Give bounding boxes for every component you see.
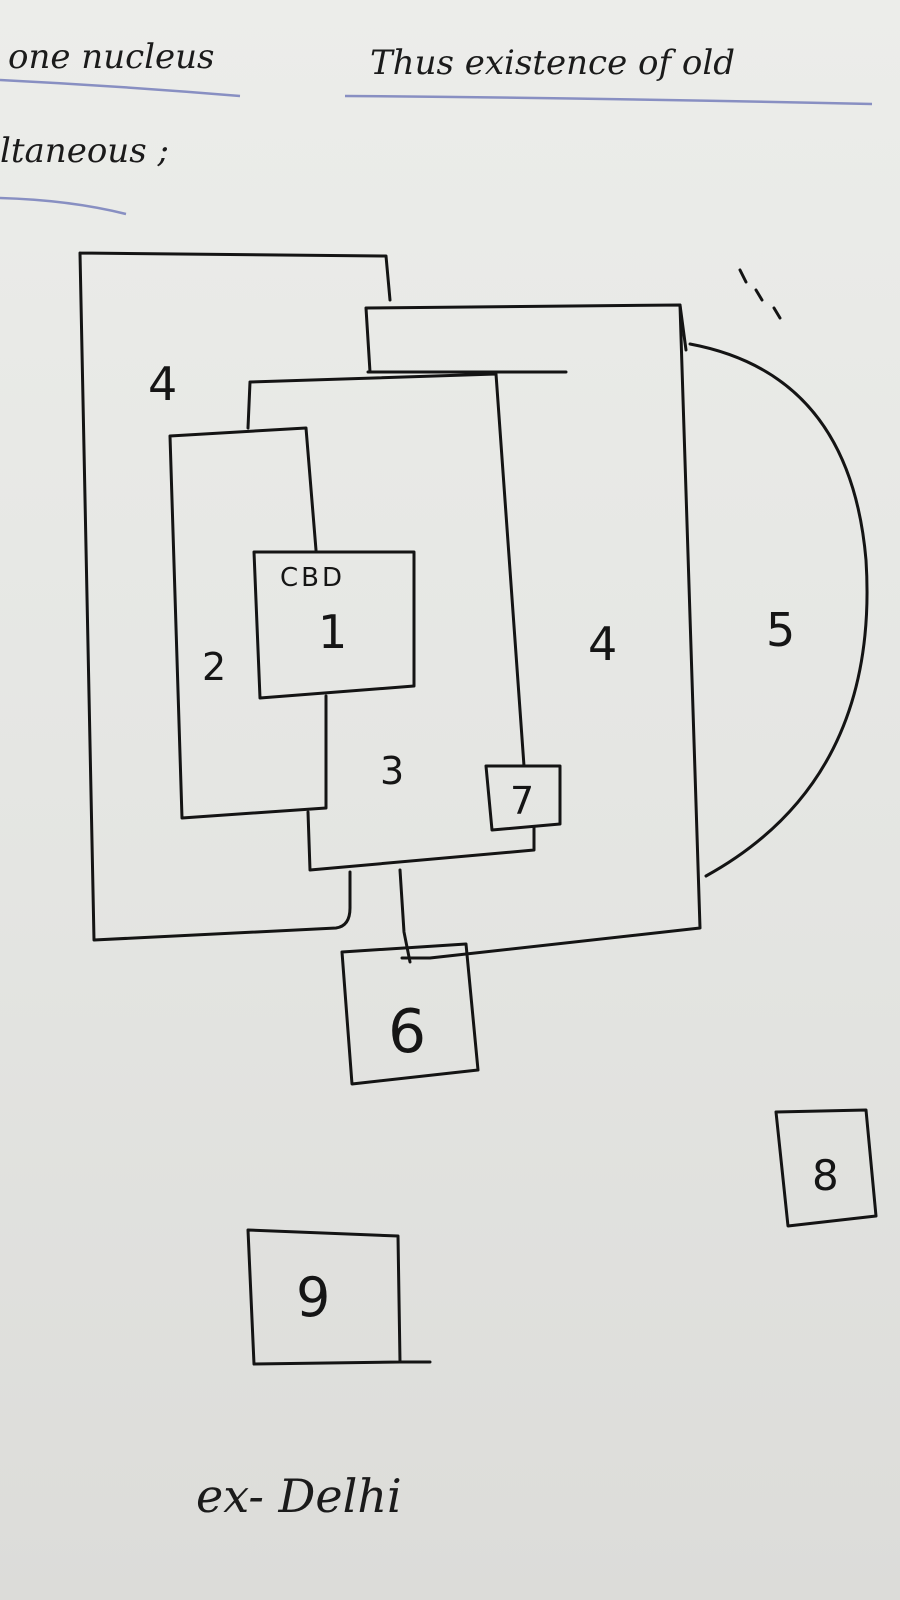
ruled-line-1 xyxy=(0,78,241,98)
tick-marks xyxy=(738,268,782,320)
connector-zone-6 xyxy=(398,868,412,964)
example-text: ex- Delhi xyxy=(196,1469,402,1523)
zone-5-outline xyxy=(688,342,869,878)
note-line2: ltaneous ; xyxy=(0,131,169,171)
label-zone-3: 3 xyxy=(380,749,404,793)
zone-3-outline xyxy=(246,372,536,872)
zone-7-box xyxy=(484,764,562,832)
label-zone-9: 9 xyxy=(296,1266,330,1329)
zone-4-right-outline xyxy=(400,303,702,960)
cbd-box xyxy=(252,550,416,700)
zone-2-outline xyxy=(168,426,328,820)
label-zone-7: 7 xyxy=(510,779,534,823)
label-cbd: CBD xyxy=(280,563,345,593)
ruled-line-2 xyxy=(344,94,873,106)
label-zone-1: 1 xyxy=(318,605,347,659)
label-zone-2: 2 xyxy=(202,645,226,689)
zone-8-box xyxy=(774,1108,878,1228)
label-zone-8: 8 xyxy=(812,1151,839,1200)
label-zone-5: 5 xyxy=(766,603,795,657)
zone-6-box xyxy=(340,942,480,1086)
note-line1-a: one nucleus xyxy=(8,37,214,77)
label-zone-4-left: 4 xyxy=(148,357,177,411)
note-line1-b: Thus existence of old xyxy=(370,43,735,83)
top-strip-outline xyxy=(364,303,688,374)
zone-4-outline xyxy=(78,251,392,942)
label-zone-4-right: 4 xyxy=(588,617,617,671)
ruled-line-3 xyxy=(0,196,127,216)
zone-9-box xyxy=(246,1228,432,1366)
label-zone-6: 6 xyxy=(388,997,426,1067)
